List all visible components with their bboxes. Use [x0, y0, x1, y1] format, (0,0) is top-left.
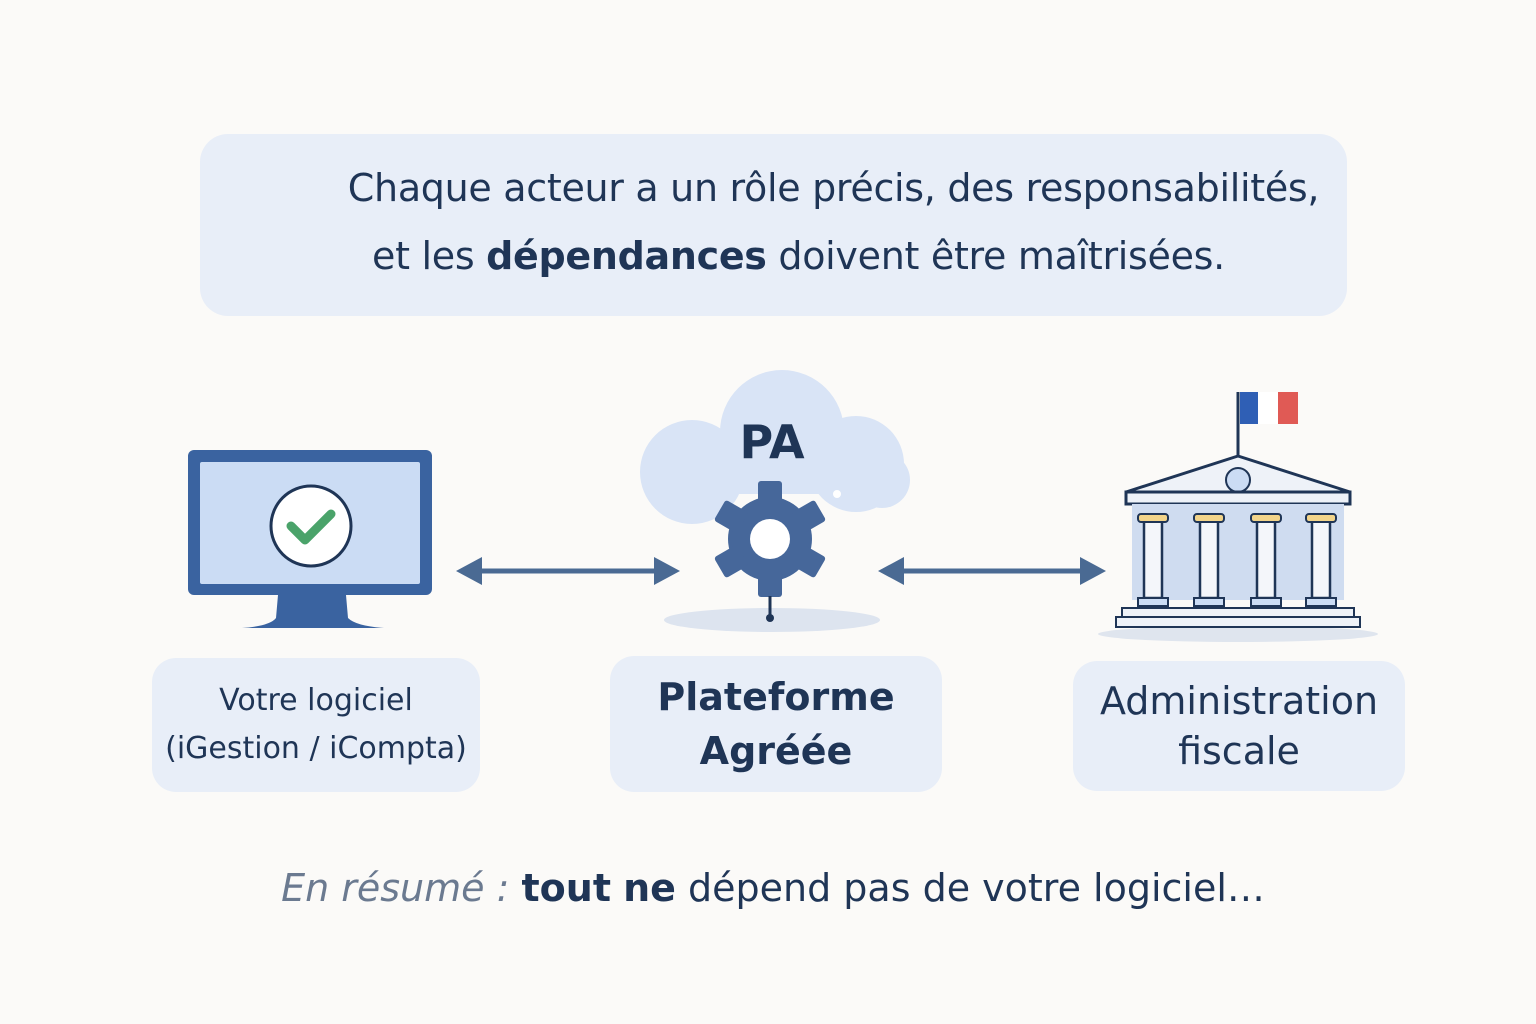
- summary-intro: En résumé :: [281, 866, 510, 910]
- double-arrow-icon: [456, 557, 680, 585]
- monitor-check-icon: [188, 450, 432, 628]
- pa-badge: PA: [739, 415, 804, 469]
- banner-line-1-text: Chaque acteur a un rôle précis, des resp…: [347, 166, 1320, 210]
- platform-label: Plateforme Agréée: [610, 656, 942, 792]
- platform-label-line-1: Plateforme: [657, 675, 895, 719]
- summary-text: En résumé : tout ne dépend pas de votre …: [0, 866, 1536, 910]
- banner-line-2-pre: et les: [372, 234, 475, 278]
- summary-bold-2: ne: [623, 866, 676, 910]
- banner-line-2: et les dépendances doivent être maîtrisé…: [200, 234, 1347, 278]
- summary-rest: dépend pas de votre logiciel…: [688, 866, 1265, 910]
- software-label-line-2: (iGestion / iCompta): [165, 731, 467, 766]
- cloud-gear-icon: PA: [640, 370, 910, 632]
- administration-label-line-2: fiscale: [1178, 729, 1300, 773]
- software-label-line-1: Votre logiciel: [219, 683, 413, 718]
- software-label: Votre logiciel (iGestion / iCompta): [152, 658, 480, 792]
- banner-line-1: Chaque acteur a un rôle précis, des resp…: [200, 166, 1347, 210]
- summary-bold-1: tout: [521, 866, 612, 910]
- administration-label-line-1: Administration: [1099, 679, 1379, 723]
- summary-banner: Chaque acteur a un rôle précis, des resp…: [200, 134, 1347, 316]
- banner-line-2-post: doivent être maîtrisées.: [778, 234, 1225, 278]
- administration-label: Administration fiscale: [1073, 661, 1405, 791]
- government-building-icon: [1098, 392, 1378, 642]
- banner-line-2-bold: dépendances: [486, 234, 767, 278]
- platform-label-line-2: Agréée: [699, 729, 853, 773]
- double-arrow-icon: [878, 557, 1106, 585]
